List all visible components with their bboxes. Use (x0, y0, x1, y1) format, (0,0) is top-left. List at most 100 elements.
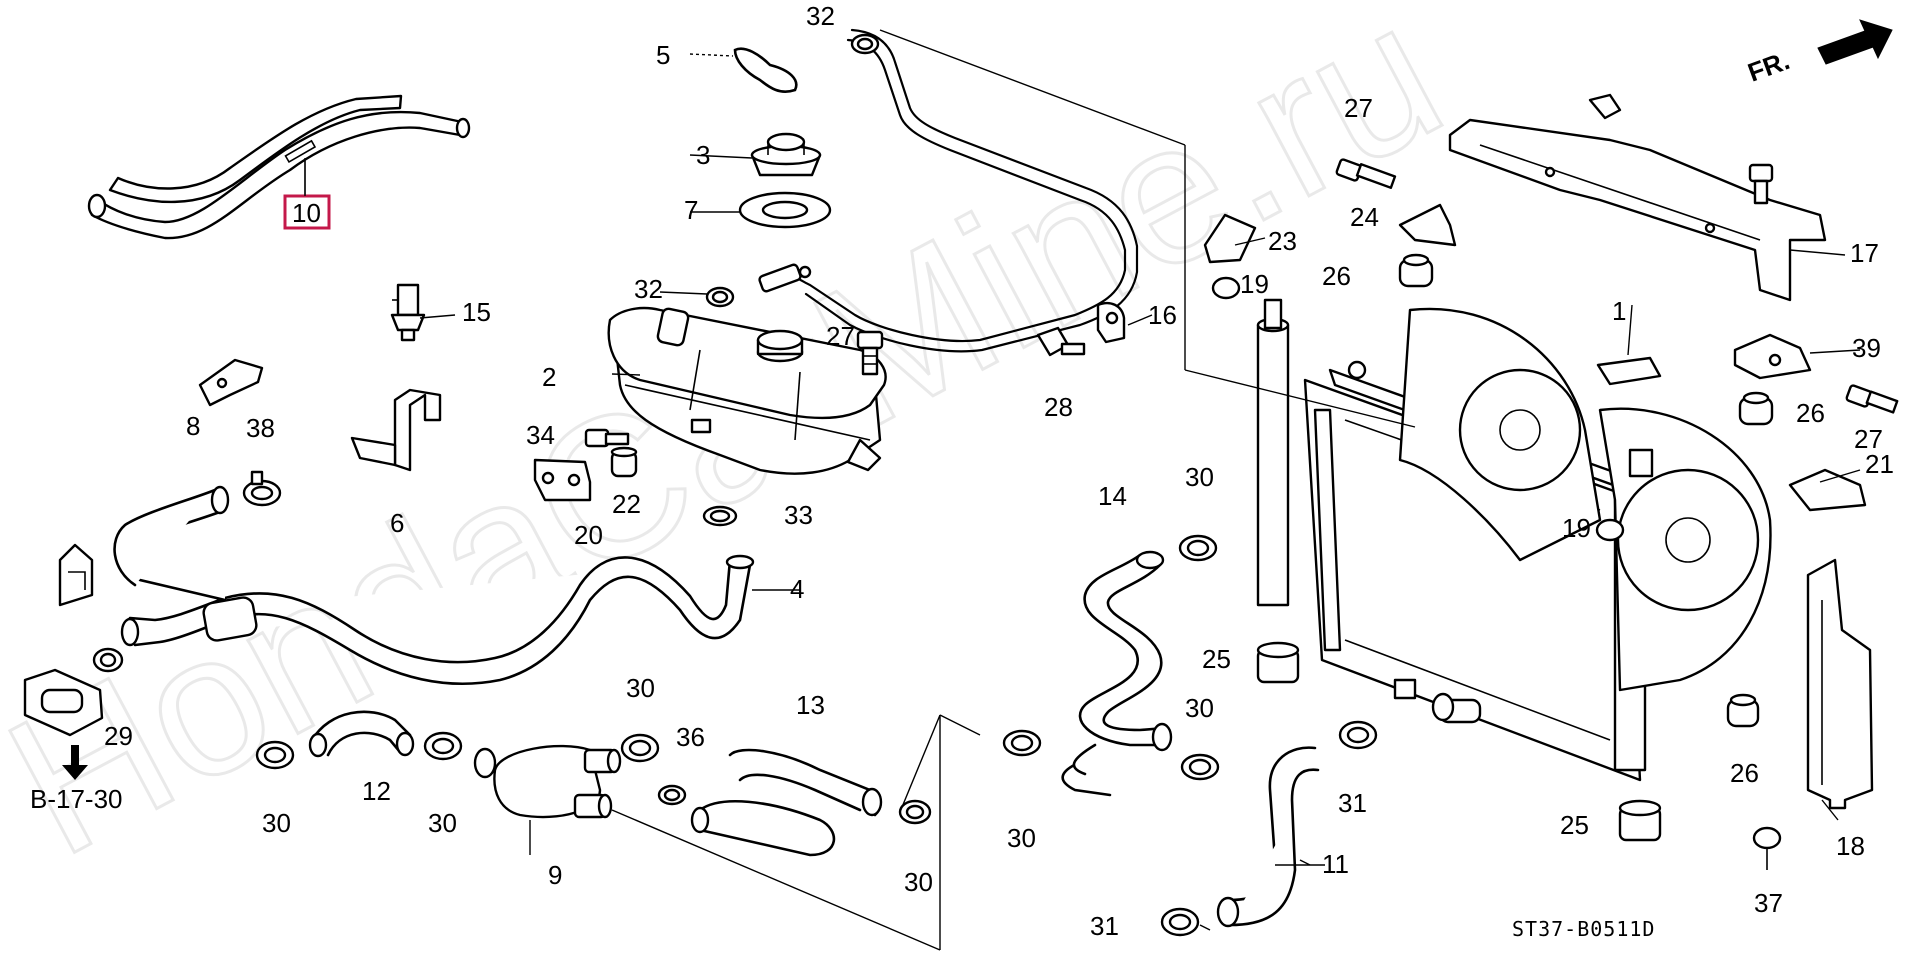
hose-clamp-part-33[interactable] (702, 505, 738, 527)
front-direction-indicator: FR. (1744, 19, 1893, 88)
callout-30a: 30 (262, 808, 291, 838)
hose-clamp-part-30e[interactable] (1178, 534, 1218, 562)
hose-clamp-part-30c[interactable] (620, 733, 660, 763)
callout-28: 28 (1044, 392, 1073, 422)
clip-part-16[interactable] (1096, 301, 1126, 344)
hose-clamp-part-36[interactable] (657, 784, 687, 806)
bolt-part-27b[interactable] (1335, 158, 1397, 189)
diagram-code: ST37-B0511D (1512, 917, 1655, 941)
sensor-part-15[interactable] (390, 283, 426, 342)
callout-19b: 19 (1562, 513, 1591, 543)
breather-hose-part-5[interactable] (689, 47, 798, 93)
water-valve-part-9[interactable] (473, 744, 622, 819)
side-shield-part-18[interactable] (1806, 558, 1874, 810)
tube-fitting[interactable] (758, 263, 812, 293)
cushion-part-25b[interactable] (1618, 799, 1662, 842)
hose-clamp-part-31b[interactable] (1160, 907, 1200, 937)
reservoir-cap-part-3[interactable] (750, 132, 822, 177)
bracket-part-39[interactable] (1733, 333, 1812, 380)
hose-clamp-part-30d[interactable] (898, 799, 932, 825)
arrow-down-icon (62, 745, 88, 780)
bracket-part-24[interactable] (1398, 203, 1457, 247)
hose-clamp-part-29-upper[interactable] (92, 647, 124, 673)
hose-part-12[interactable] (308, 710, 415, 758)
hose-clamp-part-32b[interactable] (705, 286, 735, 308)
callout-13: 13 (796, 690, 825, 720)
callout-31a: 31 (1338, 788, 1367, 818)
hose-part-13[interactable] (690, 748, 883, 857)
callout-19a: 19 (1240, 269, 1269, 299)
upper-bracket-part-17[interactable] (1448, 93, 1827, 302)
bolt-part-27c[interactable] (1845, 384, 1899, 414)
hose-clamp-part-38[interactable] (242, 470, 282, 507)
callout-36: 36 (676, 722, 705, 752)
callout-18: 18 (1836, 831, 1865, 861)
bracket-part-20[interactable] (533, 458, 592, 502)
bracket-part-8[interactable] (198, 358, 264, 407)
cross-reference[interactable]: B-17-30 (30, 745, 123, 814)
front-label: FR. (1744, 45, 1794, 88)
callout-17: 17 (1850, 238, 1879, 268)
hose-clamp-part-30b[interactable] (423, 731, 463, 761)
callout-33: 33 (784, 500, 813, 530)
callout-32b: 32 (634, 274, 663, 304)
bracket-part-23[interactable] (1203, 213, 1257, 264)
callout-20: 20 (574, 520, 603, 550)
bolt-part-27a[interactable] (856, 330, 884, 376)
callout-22: 22 (612, 489, 641, 519)
grommet-part-29[interactable] (23, 668, 104, 737)
callout-25a: 25 (1202, 644, 1231, 674)
callout-30d: 30 (904, 867, 933, 897)
hose-clamp-part-30f[interactable] (1002, 729, 1042, 757)
callout-12: 12 (362, 776, 391, 806)
bracket-part-21[interactable] (1788, 468, 1867, 512)
callout-9: 9 (548, 860, 562, 890)
callout-21: 21 (1865, 449, 1894, 479)
callout-30b: 30 (428, 808, 457, 838)
grommet-part-19a[interactable] (1211, 276, 1241, 300)
callout-37: 37 (1754, 888, 1783, 918)
callout-24: 24 (1350, 202, 1379, 232)
callout-labels: 1 2 3 4 5 6 7 8 9 10 11 12 13 14 15 16 1… (104, 1, 1894, 941)
callout-27c: 27 (1854, 424, 1883, 454)
grommet-part-26a[interactable] (1398, 253, 1434, 288)
callout-27a: 27 (826, 321, 855, 351)
overflow-tube[interactable] (788, 38, 1127, 343)
grommet-part-26c[interactable] (1726, 693, 1760, 728)
fan-shroud[interactable] (1398, 307, 1772, 692)
reservoir-tank-part-2[interactable] (607, 306, 887, 475)
cap-washer-part-7[interactable] (738, 191, 832, 229)
bracket-part-6[interactable] (350, 388, 442, 472)
grommet-part-26b[interactable] (1738, 391, 1774, 426)
hose-part-14[interactable] (1061, 550, 1173, 797)
callout-30g: 30 (1185, 693, 1214, 723)
sensor-part-28[interactable] (1036, 326, 1086, 357)
hose-clamp-part-32a[interactable] (850, 33, 880, 55)
callout-14: 14 (1098, 481, 1127, 511)
hose-part-4[interactable] (113, 485, 755, 686)
bolt-part-34[interactable] (584, 428, 630, 448)
cushion-part-25a[interactable] (1256, 641, 1300, 684)
hose-clamp-part-30a[interactable] (255, 740, 295, 770)
callout-5: 5 (656, 40, 670, 70)
hose-clamp-part-31a[interactable] (1338, 720, 1378, 750)
pipe-part-10[interactable] (87, 94, 471, 240)
label-part-1[interactable] (1596, 356, 1662, 386)
callout-25b: 25 (1560, 810, 1589, 840)
grommet-part-19b[interactable] (1595, 518, 1625, 542)
grommet-part-22[interactable] (610, 446, 638, 478)
callout-8: 8 (186, 411, 200, 441)
clip-part-left-upper[interactable] (58, 543, 94, 607)
callout-30e: 30 (1185, 462, 1214, 492)
callout-26a: 26 (1322, 261, 1351, 291)
callout-4: 4 (790, 574, 804, 604)
callout-3: 3 (696, 140, 710, 170)
callout-27b: 27 (1344, 93, 1373, 123)
clip-part-37[interactable] (1752, 826, 1782, 870)
bolt-part-17-top[interactable] (1748, 163, 1774, 205)
hose-clamp-part-30g[interactable] (1180, 753, 1220, 781)
callout-1: 1 (1612, 296, 1626, 326)
hose-part-11[interactable] (1216, 746, 1320, 928)
